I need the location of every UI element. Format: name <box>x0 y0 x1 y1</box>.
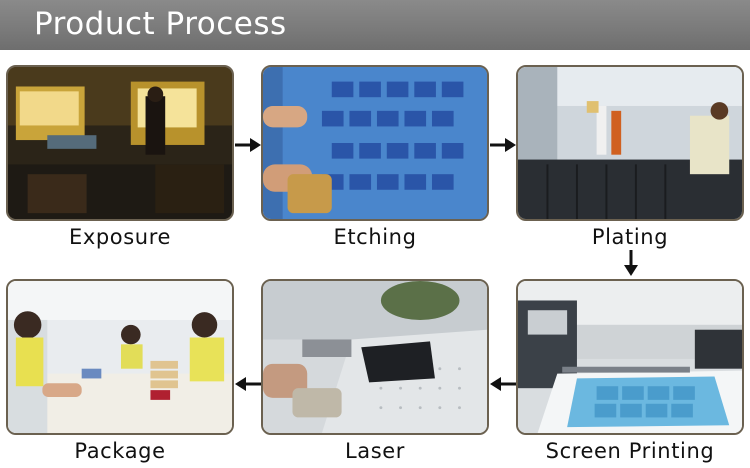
arrow-icon <box>235 138 261 152</box>
header-bar: Product Process <box>0 0 750 50</box>
arrow-icon <box>490 138 516 152</box>
plating-photo <box>516 65 744 221</box>
exposure-label: Exposure <box>68 225 172 249</box>
exposure-photo <box>6 65 234 221</box>
laser-photo <box>261 279 489 435</box>
arrow-icon <box>235 377 261 391</box>
arrow-icon <box>624 250 638 276</box>
etching-label: Etching <box>333 225 417 249</box>
arrow-icon <box>490 377 516 391</box>
etching-photo <box>261 65 489 221</box>
plating-label: Plating <box>591 225 669 249</box>
screen-printing-label: Screen Printing <box>545 439 715 463</box>
package-photo <box>6 279 234 435</box>
page-title: Product Process <box>34 6 287 42</box>
screen-printing-photo <box>516 279 744 435</box>
package-label: Package <box>74 439 166 463</box>
laser-label: Laser <box>344 439 406 463</box>
